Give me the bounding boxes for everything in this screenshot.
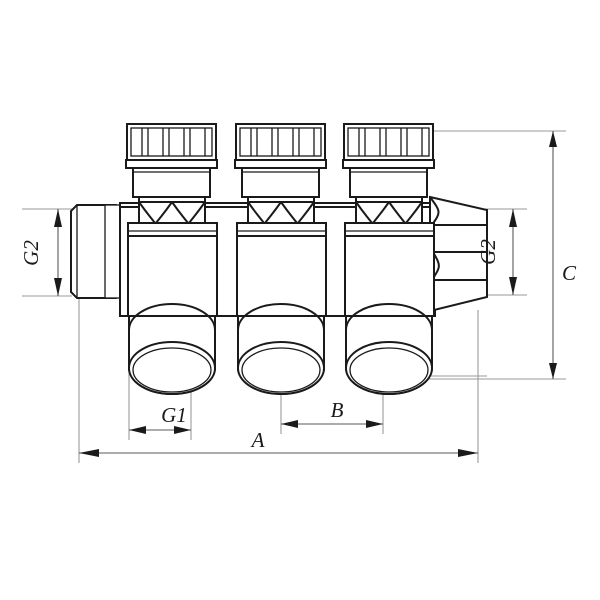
hex-nut-2 xyxy=(247,201,315,224)
dimension-a: A xyxy=(79,428,478,457)
knurl-ribs-1 xyxy=(130,127,213,157)
hex-nut-3 xyxy=(355,201,423,224)
valve-station-3 xyxy=(342,123,435,317)
arrow-g2-right-top xyxy=(509,209,517,227)
dimension-c: C xyxy=(549,131,577,379)
outlet-pipe-1 xyxy=(128,303,216,395)
dimension-label-a: A xyxy=(250,428,265,452)
hex-nut-1 xyxy=(138,201,206,224)
dimension-label-g2-left: G2 xyxy=(19,240,43,266)
knurl-ribs-2 xyxy=(239,127,322,157)
arrow-b-right xyxy=(366,420,383,428)
outlet-pipe-3 xyxy=(345,303,433,395)
valve-station-2 xyxy=(234,123,327,317)
arrow-g2-left-bottom xyxy=(54,278,62,296)
arrow-c-bottom xyxy=(549,363,557,379)
valve-station-1 xyxy=(125,123,218,317)
arrow-g2-left-top xyxy=(54,209,62,227)
arrow-g1-left xyxy=(129,426,146,434)
arrow-g2-right-bottom xyxy=(509,277,517,295)
dimension-label-g1: G1 xyxy=(161,403,187,427)
dimension-g2-left: G2 xyxy=(19,209,62,296)
knurl-ribs-3 xyxy=(347,127,430,157)
arrow-b-left xyxy=(281,420,298,428)
dimension-g2-right: G2 xyxy=(476,209,517,295)
outlet-pipe-2 xyxy=(237,303,325,395)
dimension-label-b: B xyxy=(331,398,344,422)
dimension-b: B xyxy=(281,398,383,428)
dimension-g1: G1 xyxy=(129,403,191,434)
inlet-male-thread-connector xyxy=(70,204,123,299)
arrow-a-left xyxy=(79,449,99,457)
arrow-g1-right xyxy=(174,426,191,434)
dimension-label-c: C xyxy=(562,261,577,285)
dimension-label-g2-right: G2 xyxy=(476,239,500,265)
arrow-c-top xyxy=(549,131,557,147)
arrow-a-right xyxy=(458,449,478,457)
